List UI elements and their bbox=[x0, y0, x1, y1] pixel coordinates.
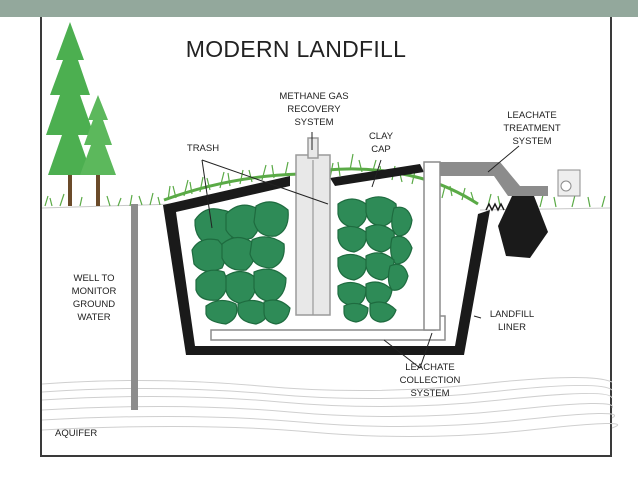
svg-text:CAP: CAP bbox=[371, 144, 391, 155]
monitoring-well-pipe bbox=[131, 204, 138, 410]
trash-label: TRASH bbox=[187, 143, 219, 154]
svg-text:TREATMENT: TREATMENT bbox=[503, 123, 561, 134]
leachate-riser-pipe bbox=[423, 161, 548, 331]
header-bar bbox=[0, 0, 638, 17]
svg-text:LEACHATE: LEACHATE bbox=[405, 362, 454, 373]
leader-lines bbox=[201, 132, 520, 369]
landfill-liner-label: LANDFILL LINER bbox=[490, 309, 534, 333]
svg-text:LINER: LINER bbox=[498, 322, 526, 333]
svg-text:WATER: WATER bbox=[77, 312, 110, 323]
leachate-treatment-label: LEACHATE TREATMENT SYSTEM bbox=[503, 110, 561, 147]
svg-text:SYSTEM: SYSTEM bbox=[512, 136, 551, 147]
methane-recovery-pipe bbox=[295, 137, 331, 316]
landfill-liner bbox=[163, 176, 490, 355]
methane-label: METHANE GAS RECOVERY SYSTEM bbox=[279, 91, 348, 128]
pine-trees bbox=[46, 22, 116, 206]
diagram-title: MODERN LANDFILL bbox=[186, 36, 406, 62]
svg-text:COLLECTION: COLLECTION bbox=[400, 375, 461, 386]
svg-text:METHANE GAS: METHANE GAS bbox=[279, 91, 348, 102]
svg-text:CLAY: CLAY bbox=[369, 131, 394, 142]
svg-text:SYSTEM: SYSTEM bbox=[410, 388, 449, 399]
clay-cap-label: CLAY CAP bbox=[369, 131, 394, 155]
clay-cap-grass-edge bbox=[163, 167, 479, 206]
svg-text:LANDFILL: LANDFILL bbox=[490, 309, 534, 320]
aquifer-lines bbox=[41, 376, 619, 438]
svg-text:WELL TO: WELL TO bbox=[73, 273, 114, 284]
svg-text:MONITOR: MONITOR bbox=[72, 286, 117, 297]
svg-text:RECOVERY: RECOVERY bbox=[287, 104, 341, 115]
svg-text:SYSTEM: SYSTEM bbox=[294, 117, 333, 128]
leachate-treatment-system bbox=[485, 169, 581, 258]
trash-piles bbox=[191, 196, 413, 325]
clay-cap bbox=[330, 164, 424, 186]
leachate-collection-label: LEACHATE COLLECTION SYSTEM bbox=[400, 362, 461, 399]
aquifer-label: AQUIFER bbox=[55, 428, 97, 439]
ground-surface bbox=[41, 203, 611, 211]
monitoring-well-label: WELL TO MONITOR GROUND WATER bbox=[72, 273, 117, 323]
svg-text:GROUND: GROUND bbox=[73, 299, 115, 310]
svg-text:LEACHATE: LEACHATE bbox=[507, 110, 556, 121]
